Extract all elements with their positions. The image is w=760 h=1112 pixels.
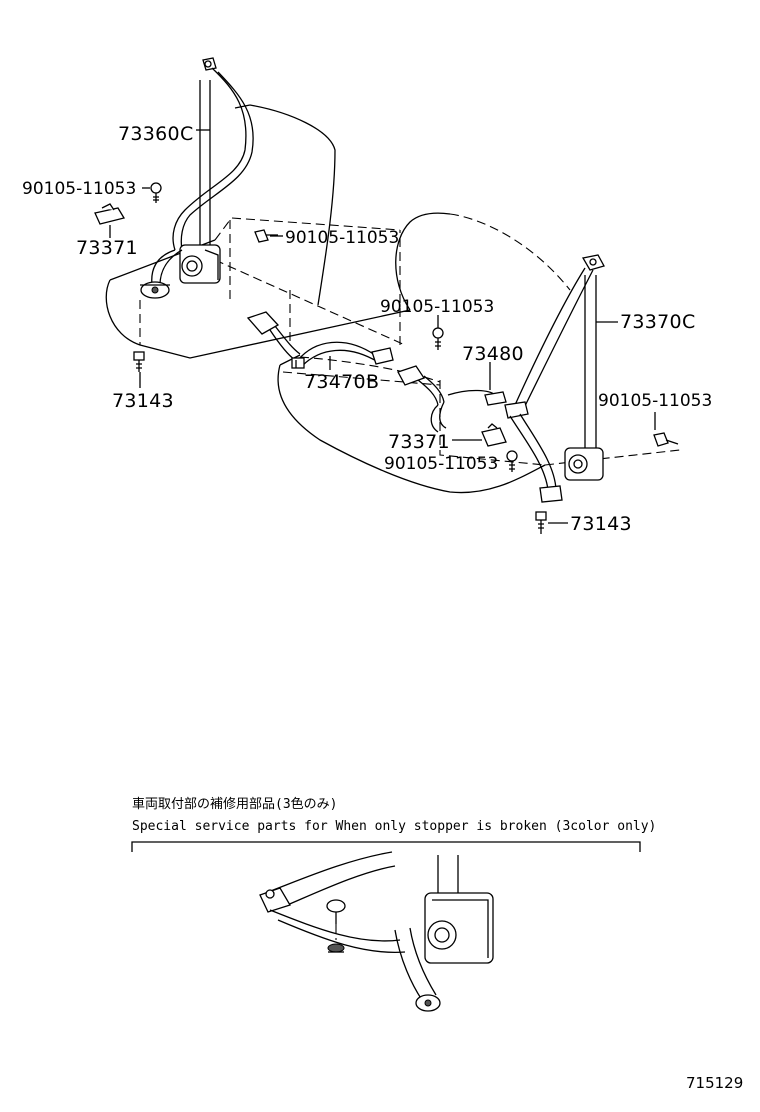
left-bracket-73371 [94, 203, 126, 225]
note-bracket-line [131, 841, 641, 852]
note-english: Special service parts for When only stop… [132, 819, 656, 834]
label-bracket-right-73371: 73371 [388, 431, 450, 453]
bolt-center [432, 327, 444, 350]
bolt-lower-right-73143 [535, 511, 547, 534]
note-japanese: 車両取付部の補修用部品(3色のみ) [132, 796, 337, 812]
label-73360c: 73360C [118, 123, 194, 145]
label-bracket-left-73371: 73371 [76, 237, 138, 259]
label-bolt-lower-right-73143: 73143 [570, 513, 632, 535]
buckle-assembly-73470b [246, 311, 394, 369]
right-seat-back [395, 212, 571, 311]
label-buckle-73480: 73480 [462, 343, 524, 365]
bolt-right-lower [506, 450, 518, 472]
label-bolt-right: 90105-11053 [598, 391, 712, 411]
left-seat-back [234, 104, 336, 306]
label-bolt-lower-left-73143: 73143 [112, 390, 174, 412]
label-bolt-right-lower: 90105-11053 [384, 454, 498, 474]
bolt-lower-left-73143 [133, 351, 145, 372]
buckle-73480 [397, 365, 507, 433]
left-seatbelt-assembly [140, 57, 254, 299]
label-bolt-upper-left: 90105-11053 [22, 179, 136, 199]
right-bracket-73371 [481, 423, 507, 447]
bolt-right [653, 432, 679, 447]
bolt-mid-left [254, 229, 278, 243]
diagram-number: 715129 [686, 1074, 743, 1092]
left-seat-cushion [105, 217, 411, 359]
service-part-detail [259, 851, 494, 1012]
bolt-upper-left [150, 182, 162, 203]
right-seatbelt-assembly [504, 254, 605, 503]
label-73370c: 73370C [620, 311, 696, 333]
label-bolt-mid-left: 90105-11053 [285, 228, 399, 248]
leader-lines [109, 129, 656, 524]
label-bolt-center: 90105-11053 [380, 297, 494, 317]
label-buckle-73470b: 73470B [304, 371, 379, 393]
